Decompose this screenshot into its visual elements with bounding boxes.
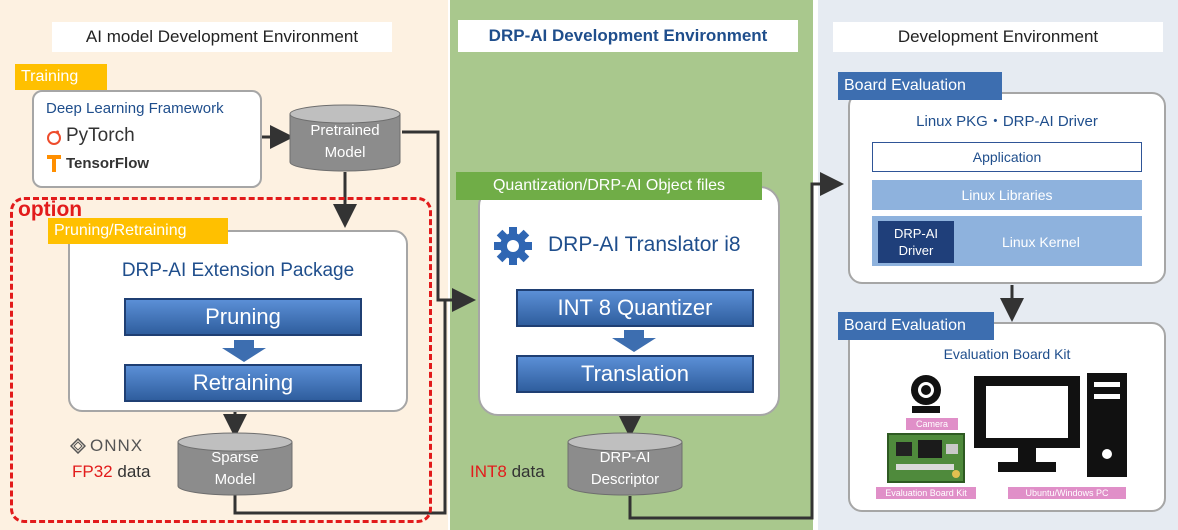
pc-label: Ubuntu/Windows PC [1008,487,1126,499]
descriptor-line2: Descriptor [590,471,660,488]
linux-kernel-label: Linux Kernel [1002,234,1080,250]
option-label: option [18,198,83,221]
down-arrow-icon [222,340,266,362]
tensorflow-logo-icon [45,153,63,173]
pytorch-label: PyTorch [66,125,135,146]
quantization-tag: Quantization/DRP-AI Object files [456,172,762,200]
pretrained-model-label: Pretrained Model [288,118,402,166]
onnx-logo-icon [69,437,87,455]
down-arrow-icon-2 [612,330,656,352]
evaluation-board-label: Evaluation Board Kit [876,487,976,499]
gear-icon [492,225,534,267]
linux-libraries-layer: Linux Libraries [872,180,1142,210]
int8-quantizer-block: INT 8 Quantizer [516,289,754,327]
training-tag: Training [15,64,107,90]
application-layer: Application [872,142,1142,172]
descriptor-label: DRP-AI Descriptor [566,446,684,492]
pruning-retraining-tag: Pruning/Retraining [48,218,228,244]
drp-ai-driver-block: DRP-AI Driver [878,221,954,263]
int8-text: INT8 [470,462,507,481]
pretrained-line2: Model [324,144,366,161]
pretrained-line1: Pretrained [310,122,380,139]
fp32-text: FP32 [72,462,113,481]
pytorch-logo-icon [45,128,63,146]
deep-learning-framework-box [32,90,262,188]
descriptor-line1: DRP-AI [599,449,651,466]
mid-column-title: DRP-AI Development Environment [458,20,798,52]
fp32-data-word: data [117,462,151,481]
fp32-data-label: FP32 data [72,462,150,482]
pruning-block: Pruning [124,298,362,336]
translator-title: DRP-AI Translator i8 [548,233,741,256]
camera-label: Camera [906,418,958,430]
tensorflow-label: TensorFlow [66,155,150,172]
arrow-pretrained-to-translator [402,130,476,312]
monitor-icon [972,374,1082,474]
board-evaluation-tag-2: Board Evaluation [838,312,994,340]
sparse-model-label: Sparse Model [176,446,294,492]
evaluation-board-icon [886,432,966,484]
sparse-line2: Model [214,471,256,488]
camera-icon [906,372,946,416]
left-column-title: AI model Development Environment [52,22,392,52]
arrow-descriptor-to-board [628,172,844,520]
descriptor-cylinder: DRP-AI Descriptor [566,432,684,496]
retraining-block: Retraining [124,364,362,402]
linux-pkg-title: Linux PKG・DRP-AI Driver [916,113,1098,130]
int8-data-label: INT8 data [470,462,545,482]
int8-data-word: data [511,462,545,481]
driver-line2: Driver [898,243,934,258]
driver-line1: DRP-AI [893,226,939,241]
evaluation-kit-title: Evaluation Board Kit [943,346,1071,362]
right-column-title: Development Environment [833,22,1163,52]
sparse-line1: Sparse [211,449,259,466]
framework-title: Deep Learning Framework [46,100,224,117]
board-evaluation-tag-1: Board Evaluation [838,72,1002,100]
sparse-model-cylinder: Sparse Model [176,432,294,496]
pc-tower-icon [1086,372,1128,478]
option-dashed-region [10,197,432,523]
arrow-sparse-to-translator [233,300,447,515]
translation-block: Translation [516,355,754,393]
onnx-label: ONNX [90,436,144,455]
extension-package-title: DRP-AI Extension Package [121,260,355,281]
pretrained-model-cylinder: Pretrained Model [288,104,402,172]
